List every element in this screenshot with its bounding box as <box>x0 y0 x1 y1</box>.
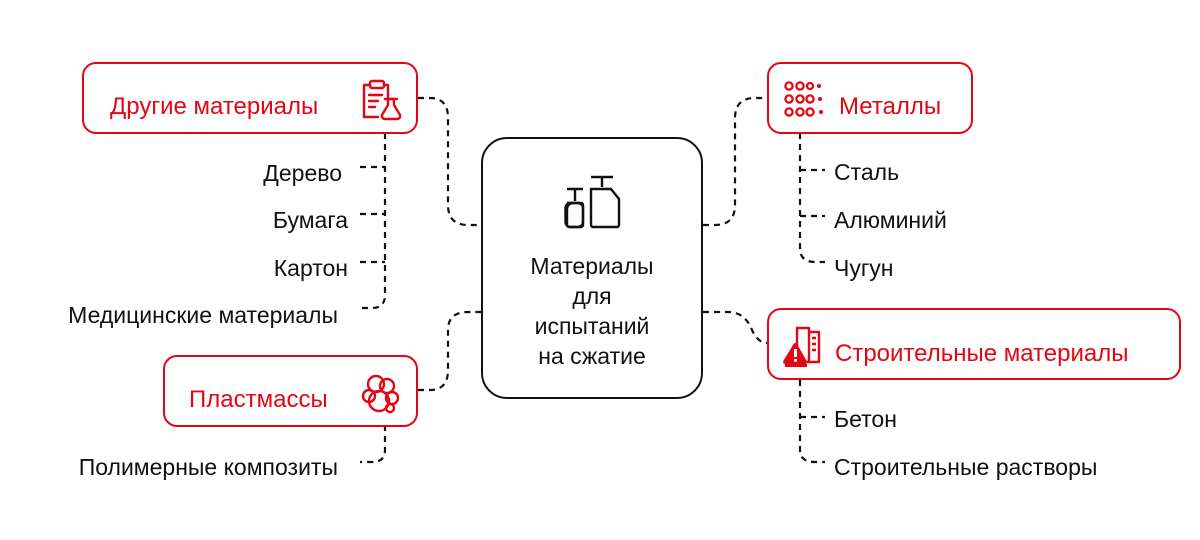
group-label: Пластмассы <box>189 386 328 413</box>
list-item-paper: Бумага <box>272 207 348 233</box>
connector-construction <box>703 310 768 345</box>
group-metals: Металлы <box>767 62 973 134</box>
list-item-concrete: Бетон <box>834 406 897 432</box>
center-title: Материалы для испытаний на сжатие <box>530 253 654 369</box>
group-construction: Строительные материалы <box>767 308 1181 380</box>
connector-metals-items <box>798 133 825 264</box>
connector-plastics <box>418 310 481 392</box>
bubbles-icon <box>361 374 400 414</box>
group-label: Строительные материалы <box>835 340 1129 367</box>
list-item-mortars: Строительные растворы <box>834 454 1098 480</box>
connector-plastics-items <box>360 425 387 464</box>
center-node: Материалы для испытаний на сжатие <box>481 137 703 399</box>
group-label: Металлы <box>839 93 942 120</box>
list-item-polymer-composites: Полимерные композиты <box>78 454 338 480</box>
group-label: Другие материалы <box>110 93 319 120</box>
clipboard-flask-icon <box>362 79 402 121</box>
specimens-icon <box>564 175 621 229</box>
list-item-medical-materials: Медицинские материалы <box>68 302 338 328</box>
list-item-cardboard: Картон <box>273 255 348 281</box>
connector-metals <box>703 96 767 227</box>
list-item-aluminium: Алюминий <box>834 207 947 233</box>
group-plastics: Пластмассы <box>163 355 418 427</box>
dots-grid-icon <box>784 81 823 117</box>
connector-other <box>418 96 481 227</box>
connector-construction-items <box>798 380 825 464</box>
group-other-materials: Другие материалы <box>82 62 418 134</box>
list-item-steel: Сталь <box>834 159 900 185</box>
list-item-wood: Дерево <box>263 160 342 186</box>
connector-other-items <box>360 133 387 310</box>
list-item-cast-iron: Чугун <box>834 255 894 281</box>
construction-icon <box>783 326 821 367</box>
